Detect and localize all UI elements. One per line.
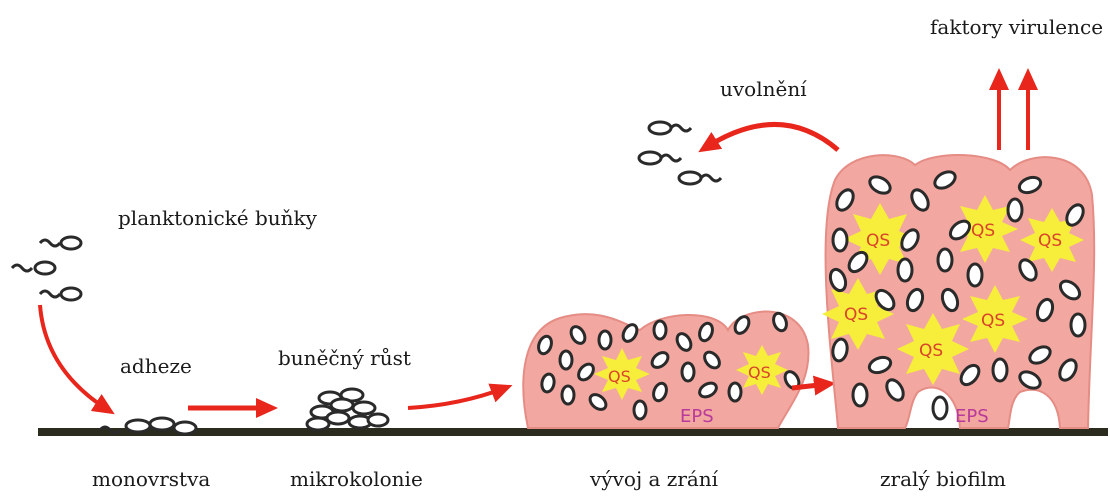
bacterium-icon	[12, 262, 55, 274]
bacterium-icon	[150, 418, 174, 430]
bacterium-icon	[40, 237, 81, 249]
stage-label-development: vývoj a zrání	[589, 467, 719, 491]
adhesion-arrow	[40, 305, 108, 410]
bacterium-icon	[649, 122, 691, 134]
eps-label: EPS	[955, 406, 989, 427]
bacterium-icon	[639, 152, 681, 164]
qs-label: QS	[981, 311, 1005, 331]
planktonic-cells	[12, 237, 81, 300]
qs-label: QS	[608, 367, 631, 386]
bacterium-icon	[679, 172, 721, 184]
mature-biofilm: QS QS QS QS QS QS EPS	[822, 155, 1094, 428]
qs-label: QS	[919, 341, 943, 361]
cell-growth-label: buněčný růst	[278, 346, 411, 370]
released-cells	[639, 122, 721, 184]
microcolony-cells	[307, 389, 388, 430]
qs-label: QS	[1038, 231, 1062, 251]
bacterium-icon	[40, 288, 81, 300]
qs-label: QS	[971, 221, 995, 241]
adhesion-label: adheze	[120, 354, 192, 378]
stage-label-microcolony: mikrokolonie	[290, 467, 423, 491]
virulence-factors-label: faktory virulence	[930, 15, 1103, 39]
qs-label: QS	[866, 231, 890, 251]
release-arrow	[705, 124, 838, 150]
stage-label-monolayer: monovrstva	[92, 467, 210, 491]
qs-label: QS	[748, 363, 771, 382]
developing-biofilm: QS QS EPS	[523, 311, 808, 428]
eps-label: EPS	[680, 406, 714, 427]
planktonic-cells-label: planktonické buňky	[118, 206, 318, 230]
release-label: uvolnění	[720, 77, 807, 101]
surface-line	[38, 428, 1108, 436]
qs-label: QS	[844, 305, 868, 325]
arrow-to-development	[408, 388, 505, 408]
bacterium-icon	[174, 422, 196, 434]
bacterium-icon	[126, 420, 150, 432]
stage-label-mature: zralý biofilm	[880, 467, 1006, 491]
